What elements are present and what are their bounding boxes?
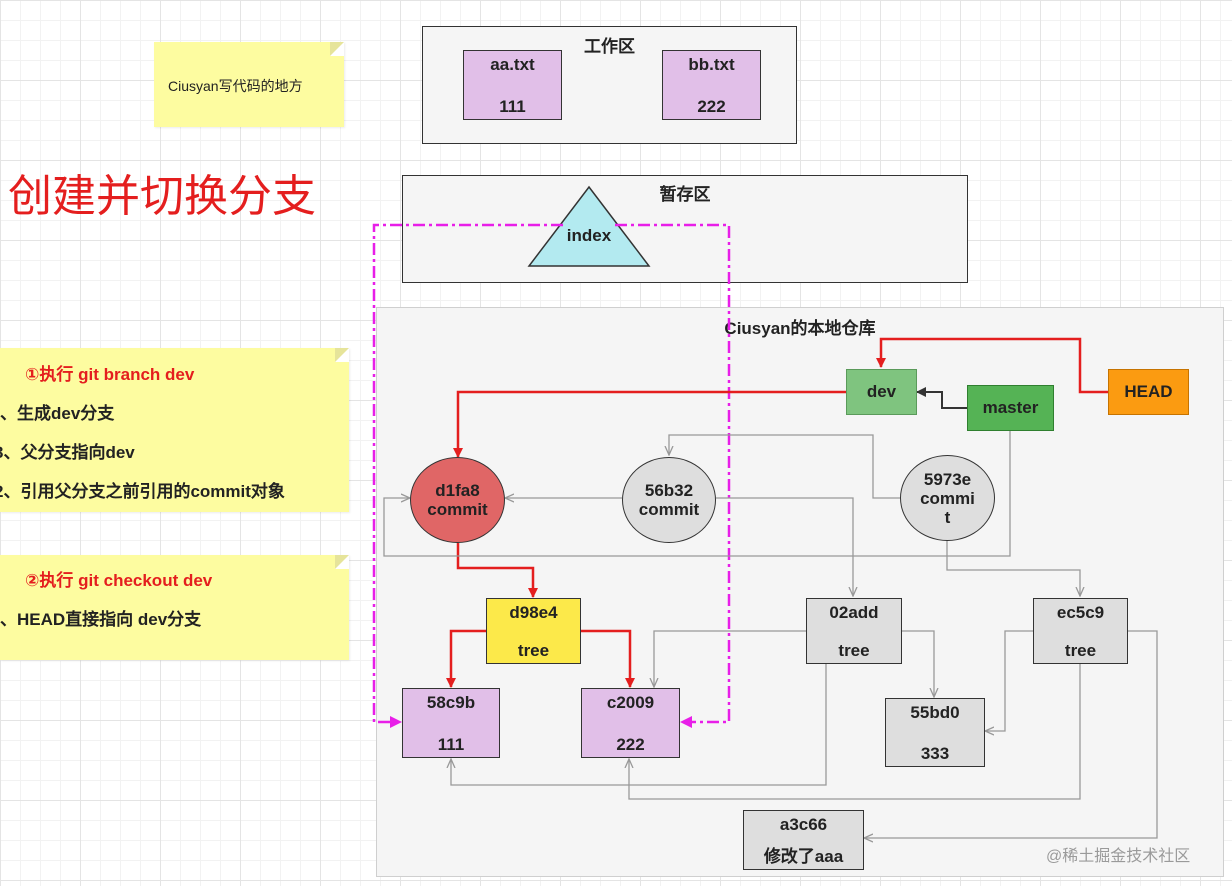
- tree-d98e4-id: d98e4: [509, 603, 558, 622]
- blob-a3c66-content: 修改了aaa: [763, 847, 844, 866]
- ref-master: master: [967, 385, 1054, 431]
- index-to-c2009-line: [615, 223, 731, 728]
- workspace-file-aa-content: 111: [499, 97, 526, 116]
- tree-02add: 02add tree: [806, 598, 902, 664]
- tree-d98e4: d98e4 tree: [486, 598, 581, 664]
- master-to-5973e-line: [383, 431, 1011, 557]
- staging-title: 暂存区: [659, 185, 711, 204]
- head-to-dev-arrow: [876, 337, 1108, 394]
- repo-title: Ciusyan的本地仓库: [724, 319, 876, 338]
- step1-line-1: 、生成dev分支: [0, 404, 115, 423]
- step2-heading: ②执行 git checkout dev: [25, 571, 213, 590]
- workspace-title: 工作区: [584, 37, 635, 56]
- commit-56b32-type: commit: [638, 500, 700, 519]
- blob-55bd0-id: 55bd0: [910, 703, 960, 722]
- 02add-to-c2009-arrow: [654, 630, 806, 687]
- 02add-to-55bd0-arrow: [902, 630, 934, 697]
- tree-ec5c9-type: tree: [1064, 641, 1097, 660]
- tree-ec5c9: ec5c9 tree: [1033, 598, 1128, 664]
- step1-line-3: 2、引用父分支之前引用的commit对象: [0, 482, 285, 501]
- index-label: index: [566, 226, 612, 245]
- blob-c2009: c2009 222: [581, 688, 680, 758]
- commit-56b32: 56b32 commit: [622, 457, 716, 543]
- commit-d1fa8-type: commit: [427, 500, 488, 519]
- blob-a3c66-id: a3c66: [779, 815, 828, 834]
- ec5c9-to-55bd0-arrow: [985, 630, 1033, 731]
- d1fa8-to-d98e4-arrow: [456, 543, 538, 598]
- master-to-dev-arrow: [916, 387, 967, 409]
- workspace-file-aa-name: aa.txt: [490, 55, 535, 74]
- commit-5973e-type-1: commi: [920, 488, 975, 508]
- note-step1: ①执行 git branch dev 、生成dev分支 3、父分支指向dev 2…: [0, 348, 349, 512]
- step1-line-2: 3、父分支指向dev: [0, 443, 135, 462]
- d98e4-to-58c9b-arrow: [446, 629, 486, 688]
- ec5c9-to-c2009-arrow: [629, 664, 1081, 800]
- dev-to-d1fa8-arrow: [453, 390, 846, 458]
- workspace-file-bb-content: 222: [697, 97, 726, 116]
- blob-55bd0: 55bd0 333: [885, 698, 985, 767]
- workspace-file-aa: aa.txt 111: [463, 50, 562, 120]
- ec5c9-to-a3c66-arrow: [864, 630, 1158, 838]
- ref-head: HEAD: [1108, 369, 1189, 415]
- workspace-file-bb: bb.txt 222: [662, 50, 761, 120]
- commit-5973e-type-2: t: [944, 507, 951, 527]
- blob-58c9b: 58c9b 111: [402, 688, 500, 758]
- step1-heading: ①执行 git branch dev: [25, 365, 195, 384]
- staging-region: 暂存区: [402, 175, 968, 283]
- commit-d1fa8: d1fa8 commit: [410, 457, 505, 543]
- commit-d1fa8-id: d1fa8: [435, 481, 480, 500]
- 5973e-to-ec5c9-arrow: [946, 540, 1080, 596]
- blob-55bd0-content: 333: [920, 744, 950, 763]
- blob-58c9b-content: 111: [437, 735, 465, 754]
- blob-c2009-id: c2009: [606, 693, 655, 712]
- index-to-58c9b-line: [372, 223, 563, 728]
- 5973e-to-56b32-arrow: [669, 434, 900, 499]
- commit-56b32-id: 56b32: [644, 481, 694, 500]
- blob-a3c66: a3c66 修改了aaa: [743, 810, 864, 870]
- blob-c2009-content: 222: [616, 735, 645, 754]
- watermark: @稀土掘金技术社区: [1046, 848, 1191, 865]
- page-title: 创建并切换分支: [8, 172, 316, 221]
- workspace-file-bb-name: bb.txt: [688, 55, 735, 74]
- index-triangle: [527, 185, 651, 267]
- tree-02add-type: tree: [838, 641, 870, 660]
- note-step2: ②执行 git checkout dev 、HEAD直接指向 dev分支: [0, 555, 349, 660]
- blob-58c9b-id: 58c9b: [426, 693, 476, 712]
- step2-line-1: 、HEAD直接指向 dev分支: [0, 610, 202, 629]
- ref-dev: dev: [846, 369, 917, 415]
- tree-ec5c9-id: ec5c9: [1056, 603, 1105, 622]
- note-workspace-owner: Ciusyan写代码的地方: [154, 42, 344, 127]
- d98e4-to-c2009-arrow: [581, 629, 635, 688]
- 02add-to-58c9b-arrow: [451, 664, 827, 786]
- 56b32-to-02add-arrow: [716, 497, 853, 596]
- commit-5973e-id: 5973e: [923, 469, 972, 489]
- tree-02add-id: 02add: [829, 603, 879, 622]
- tree-d98e4-type: tree: [517, 641, 550, 660]
- commit-5973e: 5973e commi t: [900, 455, 995, 541]
